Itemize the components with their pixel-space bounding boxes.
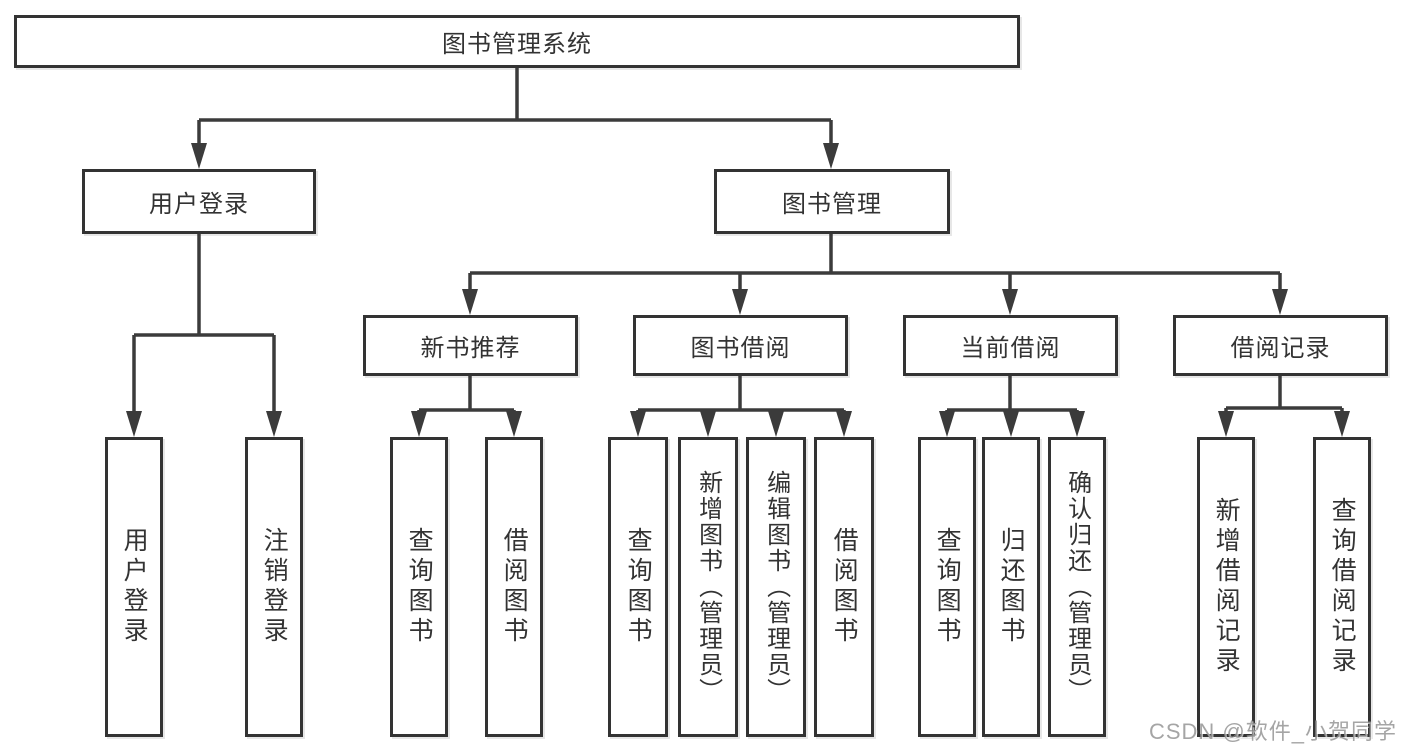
leaf-return-book: 归还图书 [982,437,1040,737]
leaf-add-borrow-record-label: 新增借阅记录 [1212,497,1241,677]
leaf-recommend-borrow-book: 借阅图书 [485,437,543,737]
node-book-management: 图书管理 [714,169,950,234]
node-book-management-label: 图书管理 [782,191,882,218]
leaf-recommend-borrow-book-label: 借阅图书 [500,527,529,647]
leaf-return-book-label: 归还图书 [997,527,1026,647]
leaf-user-login: 用户登录 [105,437,163,737]
leaf-add-book-admin: 新增图书（管理员） [678,437,738,737]
leaf-borrow-query-book-label: 查询图书 [624,527,653,647]
node-new-book-recommend-label: 新书推荐 [420,335,521,362]
node-root-label: 图书管理系统 [442,31,592,58]
leaf-confirm-return-admin: 确认归还（管理员） [1048,437,1106,737]
leaf-recommend-query-book: 查询图书 [390,437,448,737]
leaf-query-borrow-record-label: 查询借阅记录 [1328,497,1357,677]
node-current-borrow-label: 当前借阅 [960,335,1061,362]
leaf-logout-label: 注销登录 [260,527,289,647]
leaf-logout: 注销登录 [245,437,303,737]
leaf-borrow-query-book: 查询图书 [608,437,668,737]
leaf-current-query-book: 查询图书 [918,437,976,737]
csdn-watermark: CSDN @软件_小贺同学 [1148,719,1397,744]
leaf-add-borrow-record: 新增借阅记录 [1197,437,1255,737]
node-user-login: 用户登录 [82,169,316,234]
leaf-borrow-book-label: 借阅图书 [830,527,859,647]
node-current-borrow: 当前借阅 [903,315,1118,376]
node-borrow-record-label: 借阅记录 [1230,335,1331,362]
leaf-query-borrow-record: 查询借阅记录 [1313,437,1371,737]
node-new-book-recommend: 新书推荐 [363,315,578,376]
leaf-edit-book-admin: 编辑图书（管理员） [746,437,806,737]
node-root: 图书管理系统 [14,15,1020,68]
node-book-borrow-label: 图书借阅 [690,335,791,362]
node-borrow-record: 借阅记录 [1173,315,1388,376]
leaf-borrow-book: 借阅图书 [814,437,874,737]
arrowhead-icons [126,143,1350,437]
leaf-add-book-admin-label: 新增图书（管理员） [694,470,722,704]
leaf-confirm-return-admin-label: 确认归还（管理员） [1063,470,1091,704]
leaf-edit-book-admin-label: 编辑图书（管理员） [762,470,790,704]
node-user-login-label: 用户登录 [149,191,249,218]
leaf-recommend-query-book-label: 查询图书 [405,527,434,647]
node-book-borrow: 图书借阅 [633,315,848,376]
leaf-current-query-book-label: 查询图书 [933,527,962,647]
leaf-user-login-label: 用户登录 [120,527,149,647]
